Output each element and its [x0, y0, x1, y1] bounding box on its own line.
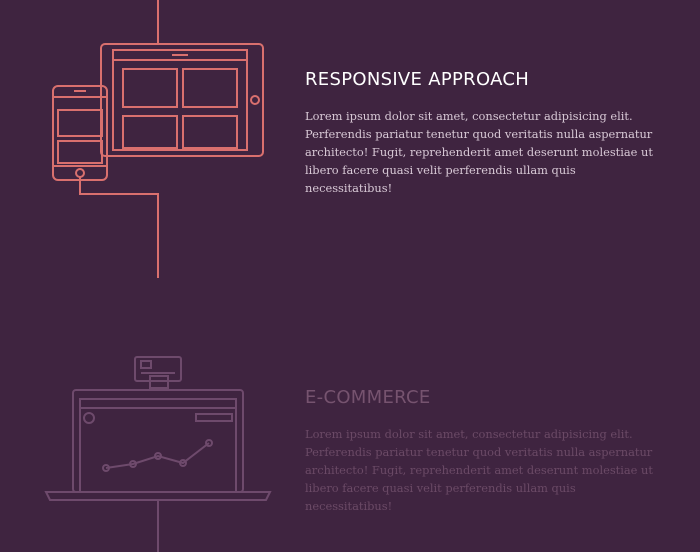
feature-title: E-COMMERCE [305, 387, 431, 408]
card-reader-icon [134, 356, 182, 382]
laptop-chart-icon [44, 356, 272, 501]
feature-e-commerce: E-COMMERCE Lorem ipsum dolor sit amet, c… [305, 387, 665, 515]
feature-description: Lorem ipsum dolor sit amet, consectetur … [305, 109, 653, 195]
feature-title: RESPONSIVE APPROACH [305, 69, 530, 90]
responsive-devices-icon [52, 43, 264, 181]
feature-description: Lorem ipsum dolor sit amet, consectetur … [305, 427, 653, 513]
feature-responsive-approach: RESPONSIVE APPROACH Lorem ipsum dolor si… [305, 69, 665, 197]
tablet-frame [100, 43, 264, 157]
timeline-connector-active [79, 177, 159, 278]
